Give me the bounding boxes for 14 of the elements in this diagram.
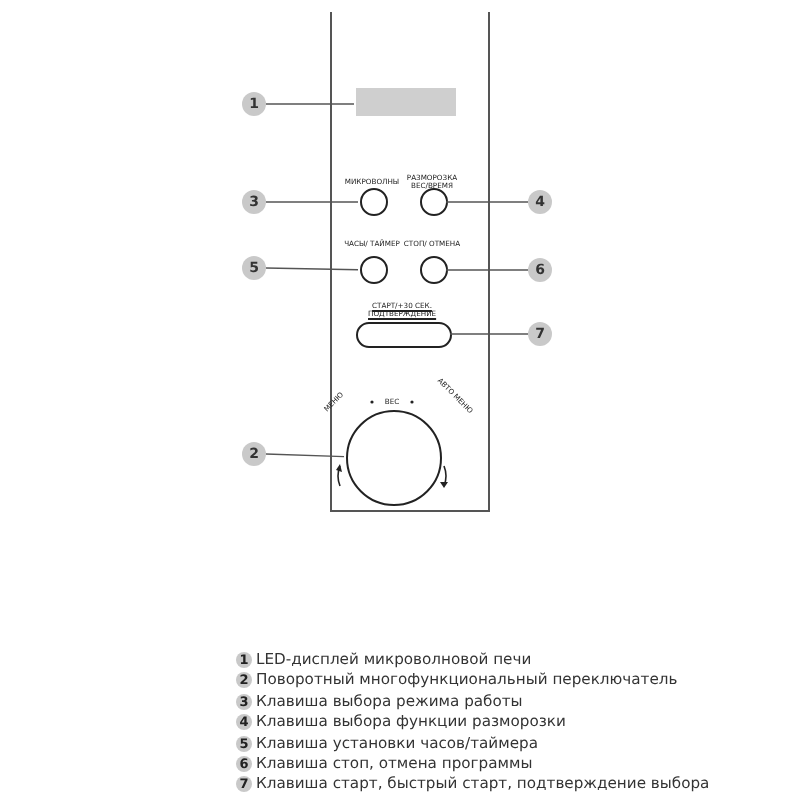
round-button [420, 188, 448, 216]
leader-line [449, 333, 529, 335]
leader-line [445, 269, 529, 271]
round-button [360, 188, 388, 216]
leader-line [265, 267, 359, 271]
leader-line [445, 201, 529, 203]
round-button [420, 256, 448, 284]
leader-line [265, 103, 355, 105]
leader-line [265, 453, 345, 458]
start-button [356, 322, 452, 348]
rotary-knob [346, 410, 442, 506]
leader-line [265, 201, 359, 203]
round-button [360, 256, 388, 284]
display-screen [356, 88, 456, 116]
